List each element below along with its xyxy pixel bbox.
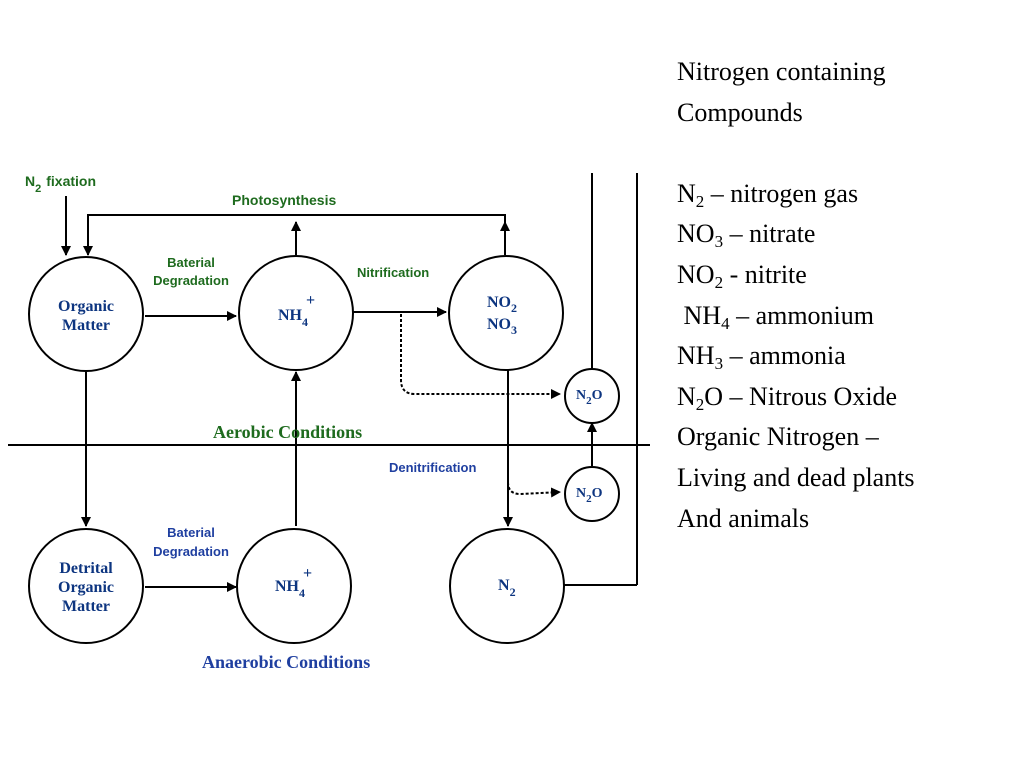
- degradation-bottom-line2: Degradation: [153, 544, 229, 559]
- legend-organic-line2: Living and dead plants: [677, 462, 915, 492]
- compound-legend: Nitrogen containing Compounds N2 – nitro…: [677, 52, 1017, 539]
- legend-spacer: [677, 133, 1017, 174]
- node-nh4-bottom: [236, 528, 352, 644]
- detrital-line2: Organic: [58, 579, 114, 596]
- degradation-top-line1: Baterial: [167, 255, 215, 270]
- dashed-to-n2o-top: [400, 314, 561, 399]
- n2o-bottom-label: N2O: [576, 486, 603, 505]
- legend-organic-line3: And animals: [677, 503, 810, 533]
- n2-label: N2: [498, 577, 516, 599]
- node-n2o-bottom: [564, 466, 620, 522]
- nh4-bottom-label: NH4: [275, 578, 305, 600]
- no3-label: NO3: [487, 316, 517, 337]
- detrital-line3: Matter: [62, 598, 110, 615]
- node-n2o-top: [564, 368, 620, 424]
- nh4-bottom-charge: +: [303, 565, 312, 582]
- legend-title-line1: Nitrogen containing: [677, 57, 886, 86]
- photosynthesis-label: Photosynthesis: [232, 192, 336, 208]
- dashed-to-n2o-bottom: [507, 481, 561, 498]
- no2-label: NO2: [487, 294, 517, 315]
- node-no2-no3: [448, 255, 564, 371]
- legend-item-no2: NO2 - nitrite: [677, 259, 807, 292]
- n2o-top-label: N2O: [576, 388, 603, 407]
- legend-organic-line1: Organic Nitrogen –: [677, 422, 879, 452]
- organic-matter-line1: Organic: [58, 298, 114, 315]
- node-organic-matter: [28, 256, 144, 372]
- legend-item-n2o: N2O – Nitrous Oxide: [677, 381, 898, 414]
- photosynthesis-loop: [83, 214, 506, 256]
- nh4-top-charge: +: [306, 292, 315, 309]
- legend-item-nh4: NH4 – ammonium: [677, 300, 875, 333]
- degradation-top-line2: Degradation: [153, 273, 229, 288]
- nh4-top-label: NH4: [278, 307, 308, 329]
- node-detrital: [28, 528, 144, 644]
- nitrification-label: Nitrification: [357, 265, 429, 280]
- legend-item-nh3: NH3 – ammonia: [677, 341, 846, 374]
- anaerobic-label: Anaerobic Conditions: [202, 652, 370, 672]
- legend-item-n2: N2 – nitrogen gas: [677, 178, 859, 211]
- denitrification-label: Denitrification: [389, 460, 476, 475]
- legend-title-line2: Compounds: [677, 97, 803, 127]
- node-n2: [449, 528, 565, 644]
- organic-matter-line2: Matter: [62, 317, 110, 334]
- node-nh4-top: [238, 255, 354, 371]
- legend-item-no3: NO3 – nitrate: [677, 219, 816, 252]
- aerobic-label: Aerobic Conditions: [213, 422, 362, 442]
- nitrogen-cycle-diagram: Organic Matter NH4 + NO2 NO3 N2O N2O Det…: [8, 173, 650, 672]
- degradation-bottom-line1: Baterial: [167, 525, 215, 540]
- detrital-line1: Detrital: [59, 560, 113, 577]
